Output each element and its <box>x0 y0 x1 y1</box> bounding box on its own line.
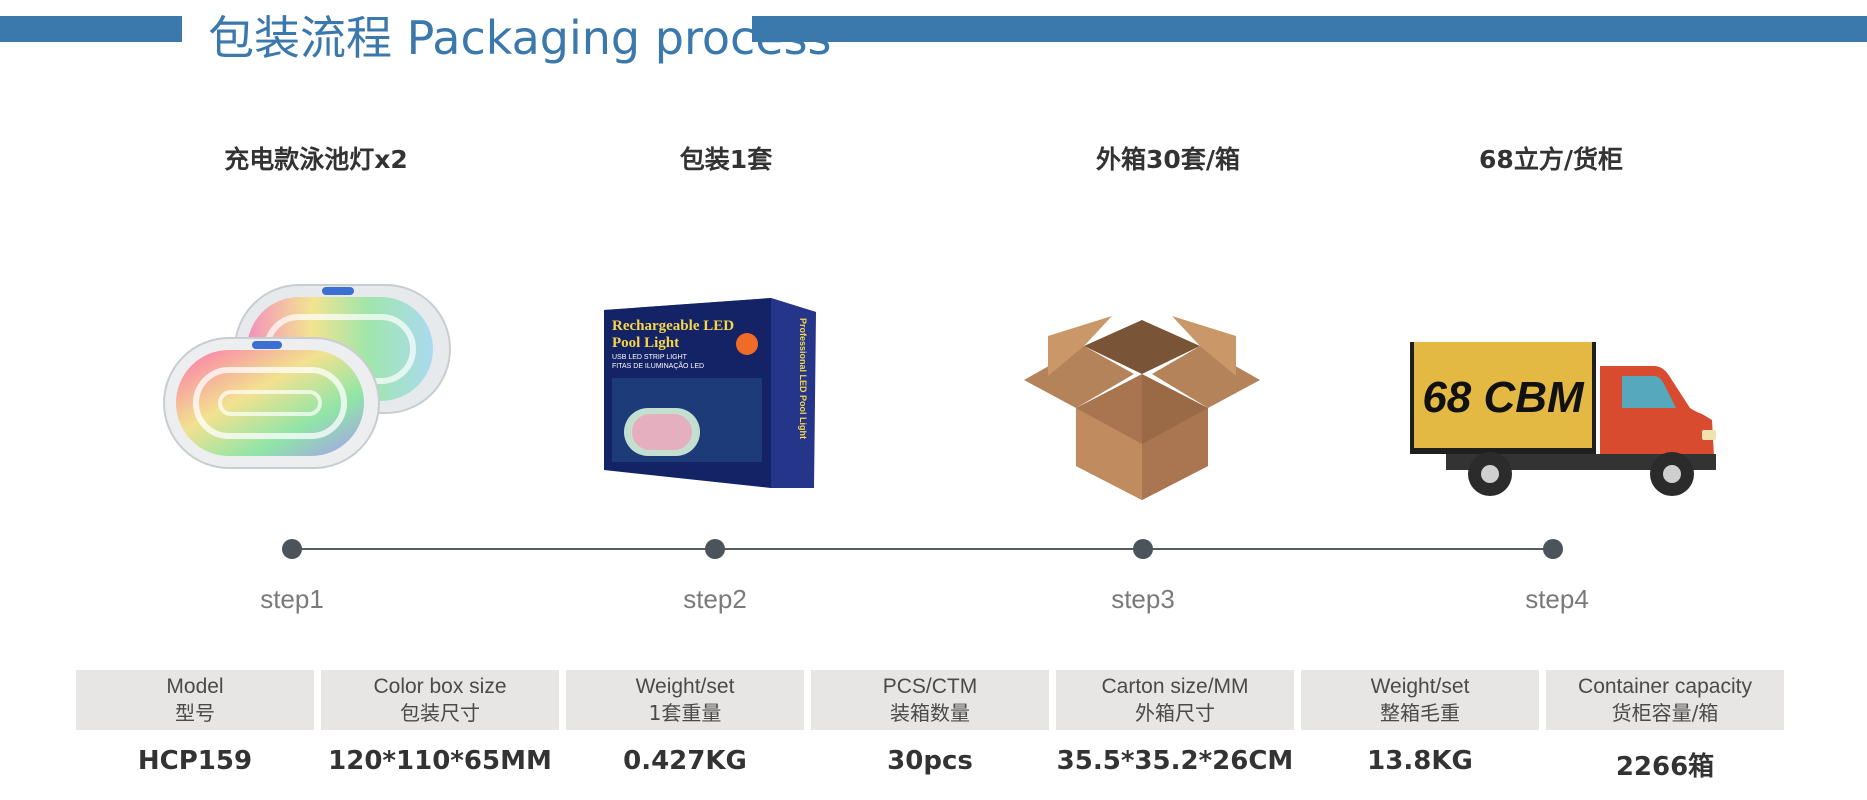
step3-caption: 外箱30套/箱 <box>1096 145 1240 174</box>
header-weight-set-zh: 1套重量 <box>648 701 722 725</box>
header-cell-color-box-size: Color box size 包装尺寸 <box>321 670 559 730</box>
timeline-dot-step1 <box>282 539 302 559</box>
pool-light-front <box>163 337 380 469</box>
header-gross-weight-zh: 整箱毛重 <box>1380 701 1460 725</box>
header-cell-model: Model 型号 <box>76 670 314 730</box>
step1-caption: 充电款泳池灯x2 <box>224 145 408 174</box>
header-cell-container-capacity: Container capacity 货柜容量/箱 <box>1546 670 1784 730</box>
step1-label: step1 <box>260 584 324 614</box>
value-model: HCP159 <box>137 746 253 776</box>
header-weight-set-en: Weight/set <box>635 675 735 698</box>
spec-table: Model 型号 Color box size 包装尺寸 Weight/set … <box>76 670 1785 783</box>
value-container-capacity: 2266箱 <box>1615 752 1715 782</box>
value-gross-weight: 13.8KG <box>1367 746 1473 776</box>
header-cell-gross-weight: Weight/set 整箱毛重 <box>1301 670 1539 730</box>
box-subtitle1: USB LED STRIP LIGHT <box>612 354 688 361</box>
header-cell-carton-size: Carton size/MM 外箱尺寸 <box>1056 670 1294 730</box>
timeline-dot-step4 <box>1543 539 1563 559</box>
header-bar-right <box>752 16 1867 42</box>
header-cell-weight-set: Weight/set 1套重量 <box>566 670 804 730</box>
box-subtitle2: FITAS DE ILUMINAÇÃO LED <box>612 361 704 370</box>
carton-box-image <box>1024 316 1260 500</box>
box-title-line1: Rechargeable LED <box>612 318 734 334</box>
header-cell-pcs-ctm: PCS/CTM 装箱数量 <box>811 670 1049 730</box>
header-model-zh: 型号 <box>175 701 215 725</box>
color-box-image: Rechargeable LED Pool Light USB LED STRI… <box>604 298 816 488</box>
header-container-capacity-zh: 货柜容量/箱 <box>1611 701 1719 725</box>
value-carton-size: 35.5*35.2*26CM <box>1056 746 1294 776</box>
header-gross-weight-en: Weight/set <box>1370 675 1470 698</box>
spec-table-header: Model 型号 Color box size 包装尺寸 Weight/set … <box>76 670 1785 730</box>
truck-image: 68 CBM <box>1410 342 1716 496</box>
value-weight-set: 0.427KG <box>623 746 747 776</box>
header-container-capacity-en: Container capacity <box>1578 675 1752 698</box>
step4-caption: 68立方/货柜 <box>1479 145 1623 174</box>
step4-label: step4 <box>1525 584 1589 614</box>
header-pcs-ctm-en: PCS/CTM <box>882 675 978 698</box>
value-pcs-ctm: 30pcs <box>887 746 973 776</box>
box-title-line2: Pool Light <box>612 335 679 351</box>
header-carton-size-zh: 外箱尺寸 <box>1135 701 1215 725</box>
timeline-dot-step2 <box>705 539 725 559</box>
step2-caption: 包装1套 <box>679 145 773 174</box>
value-color-box-size: 120*110*65MM <box>328 746 552 776</box>
spec-table-row: HCP159 120*110*65MM 0.427KG 30pcs 35.5*3… <box>76 746 1785 783</box>
header-color-box-size-zh: 包装尺寸 <box>400 701 480 725</box>
timeline-line <box>292 548 1554 550</box>
header-color-box-size-en: Color box size <box>373 675 507 698</box>
step2-label: step2 <box>683 584 747 614</box>
header-carton-size-en: Carton size/MM <box>1101 675 1249 698</box>
page-title: 包装流程 Packaging process <box>208 11 832 65</box>
pool-lights-image <box>163 284 451 469</box>
truck-text: 68 CBM <box>1422 373 1585 422</box>
box-side-text: Professional LED Pool Light <box>798 318 808 439</box>
timeline-dot-step3 <box>1133 539 1153 559</box>
header-pcs-ctm-zh: 装箱数量 <box>890 701 970 725</box>
header-model-en: Model <box>166 675 224 698</box>
step3-label: step3 <box>1111 584 1175 614</box>
header-bar-left <box>0 16 182 42</box>
